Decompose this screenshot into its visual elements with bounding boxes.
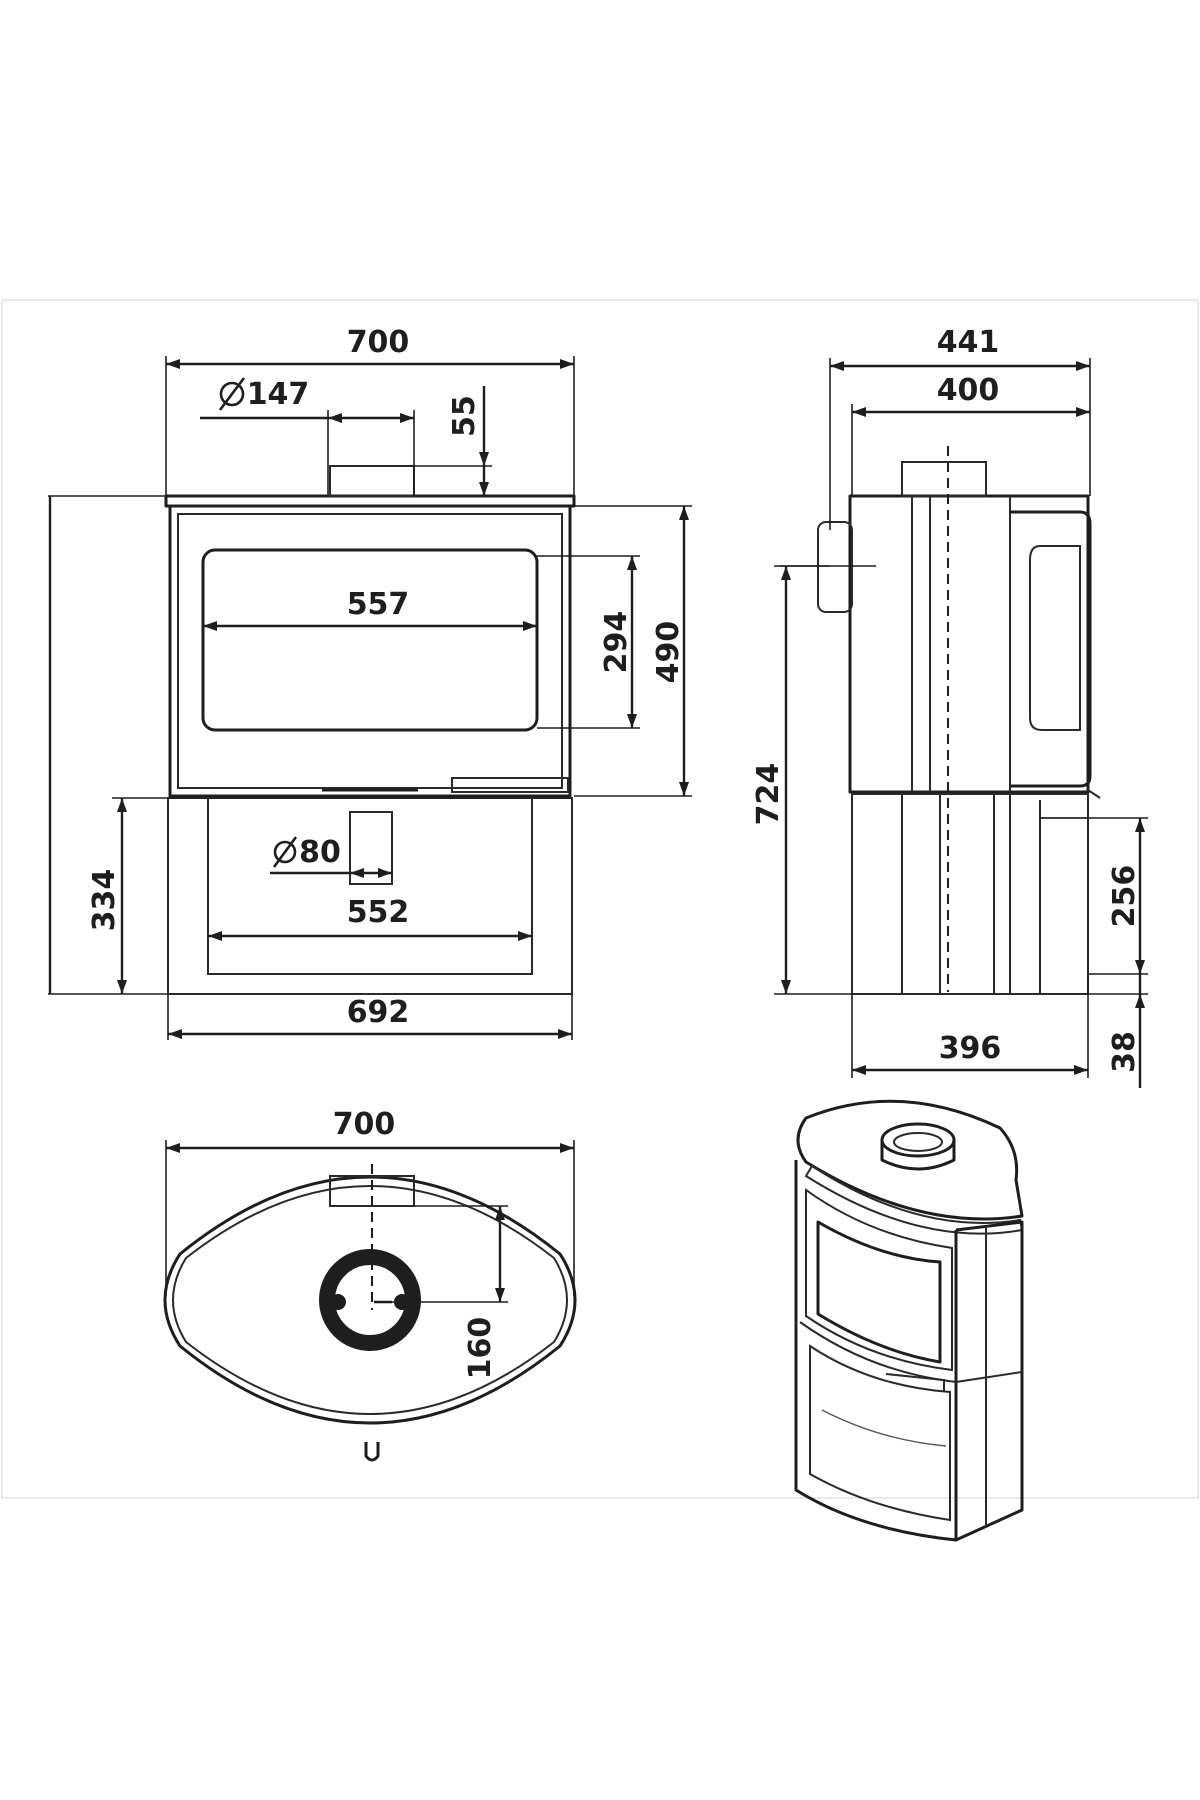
front-width-label: 700 [347,325,410,360]
iso-body-side [955,1220,1024,1542]
top-plate-inner [172,1185,568,1415]
front-body [168,504,572,798]
sheet-frame [1,299,1199,1499]
iso-door-frame [805,1188,953,1372]
side-body [848,494,1090,794]
log-store-width-label: 552 [347,895,410,930]
front-air-inlet [349,811,393,885]
side-rear-outlet [817,521,853,613]
iso-body-front [794,1160,958,1542]
side-door-bulge [1010,510,1092,788]
side-foot-height-label: 38 [1107,1031,1142,1073]
side-base-depth-label: 396 [939,1031,1002,1066]
side-outlet-height-label: 724 [751,763,786,826]
front-body-inner-edge [177,513,563,789]
front-view: 700 147 55 557 294 [48,325,692,1040]
base-height-label: 334 [87,869,122,932]
top-plate-outline [163,1175,577,1425]
iso-flue-body [880,1140,956,1171]
side-view: 441 400 724 256 396 38 [751,325,1148,1088]
front-flue-collar [329,465,415,497]
flue-height-label: 55 [447,395,482,437]
diameter-symbol-inlet [272,836,298,868]
side-rear-inlet-height-label: 256 [1107,865,1142,928]
iso-top-plate [796,1099,1024,1221]
glass-width-label: 557 [347,587,410,622]
base-width-label: 692 [347,995,410,1030]
iso-log-store [809,1344,951,1522]
flue-diameter-label: 147 [247,377,310,412]
front-ash-lip [451,777,569,793]
top-width-label: 700 [333,1107,396,1142]
front-log-store [207,797,533,975]
side-body-depth-label: 400 [937,373,1000,408]
air-inlet-diameter-label: 80 [299,835,341,870]
glass-height-label: 294 [599,611,634,674]
top-handle-knob [364,1442,380,1462]
side-base [851,793,1089,995]
top-view: 700 160 [163,1107,577,1462]
front-glass [201,548,539,732]
top-flue-offset-label: 160 [463,1317,498,1380]
side-door-glass [1029,545,1081,731]
side-flue-collar [901,461,987,497]
firebox-height-label: 490 [651,621,686,684]
diameter-symbol-flue [218,377,246,411]
side-depth-label: 441 [937,325,1000,360]
iso-door-glass [816,1220,942,1364]
isometric-view [794,1099,1024,1542]
